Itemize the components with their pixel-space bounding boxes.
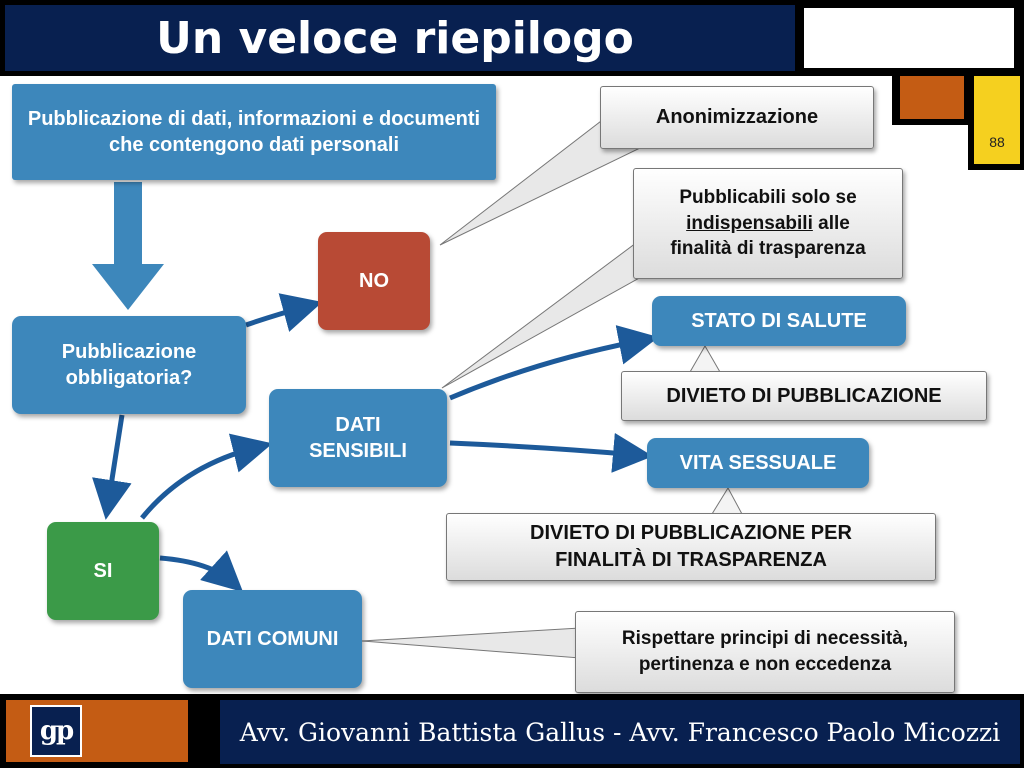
indispensabili-after: alle [812,212,850,234]
yellow-block-inner: 88 [974,76,1020,164]
footer-navy-band [220,700,1020,764]
orange-block-inner [900,76,964,119]
page-title: Un veloce riepilogo [156,12,634,64]
question-box: Pubblicazione obbligatoria? [12,316,246,414]
dati-sensibili-box: DATI SENSIBILI [269,389,447,487]
si-box: SI [47,522,159,620]
vita-sessuale-box: VITA SESSUALE [647,438,869,488]
indispensabili-word: indispensabili [686,212,813,234]
dati-comuni-box: DATI COMUNI [183,590,362,688]
callout-indispensabili-line2: indispensabili alle [686,211,850,237]
arrow-to-vita [449,432,653,473]
callout-divieto: DIVIETO DI PUBBLICAZIONE [621,371,987,421]
no-box: NO [318,232,430,330]
callout-indispensabili: Pubblicabili solo se indispensabili alle… [633,168,903,279]
footer-logo: gp [30,705,82,757]
callout-principi: Rispettare principi di necessità, pertin… [575,611,955,693]
start-box: Pubblicazione di dati, informazioni e do… [12,84,496,180]
arrow-to-no [245,293,323,332]
slide-number: 88 [989,134,1005,150]
arrow-to-si [92,414,132,520]
pointer-divieto-trasparenza [711,486,743,515]
callout-anonimizzazione: Anonimizzazione [600,86,874,149]
stato-di-salute-box: STATO DI SALUTE [652,296,906,346]
arrow-to-sensibili [140,433,273,520]
title-bar [0,0,800,76]
callout-indispensabili-line1: Pubblicabili solo se [679,187,857,209]
arrow-to-comuni [159,550,244,593]
pointer-divieto [689,344,721,373]
pointer-principi [361,627,581,659]
header-white-inner [804,8,1014,68]
down-arrow [92,182,164,310]
logo-icon: gp [39,716,74,746]
footer-authors: Avv. Giovanni Battista Gallus - Avv. Fra… [239,717,1001,747]
arrow-to-salute [449,325,659,401]
callout-divieto-trasparenza: DIVIETO DI PUBBLICAZIONE PER FINALITÀ DI… [446,513,936,581]
callout-indispensabili-line3: finalità di trasparenza [670,238,866,260]
